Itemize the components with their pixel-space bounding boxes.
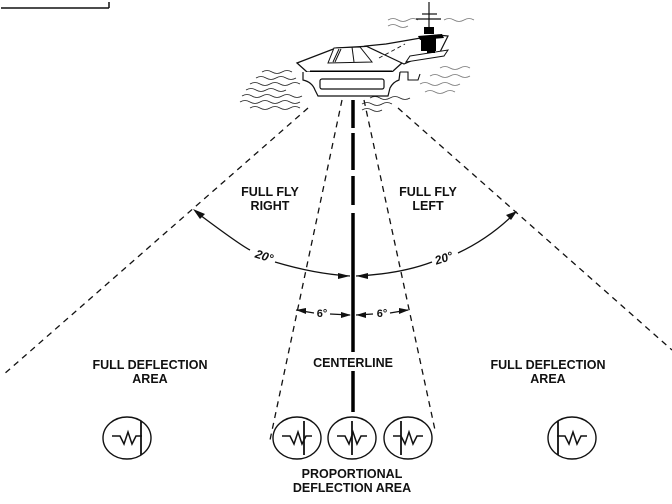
- label-proportional-deflection: PROPORTIONAL DEFLECTION AREA: [293, 467, 411, 495]
- svg-text:FULL FLY: FULL FLY: [241, 185, 299, 199]
- arrow-head-icon: [338, 273, 350, 279]
- arrow-head-icon: [356, 312, 366, 318]
- arrow-head-icon: [399, 308, 409, 314]
- angle-label-outer-right: 20°: [432, 249, 455, 268]
- header-rule: [1, 2, 110, 9]
- indicator-center: [327, 416, 377, 460]
- aircraft-carrier-icon: [239, 2, 475, 112]
- svg-text:RIGHT: RIGHT: [251, 199, 290, 213]
- indicator-dial: [272, 416, 322, 460]
- svg-text:LEFT: LEFT: [412, 199, 444, 213]
- indicator-prop-right: [383, 416, 433, 460]
- angle-arrow-inner-right: [355, 308, 409, 318]
- label-full-deflection-right: FULL DEFLECTION AREA: [490, 358, 605, 386]
- svg-text:AREA: AREA: [530, 372, 565, 386]
- inner-boundary-left: [269, 99, 343, 441]
- waves-left-icon: [239, 70, 303, 110]
- glideslope-symbol: [337, 429, 367, 446]
- indicator-dial: [547, 416, 597, 460]
- indicator-dial: [383, 416, 433, 460]
- glideslope-symbol: [557, 429, 587, 446]
- indicator-prop-left: [272, 416, 322, 460]
- angle-arc-left: [193, 209, 351, 279]
- svg-text:AREA: AREA: [132, 372, 167, 386]
- svg-text:FULL DEFLECTION: FULL DEFLECTION: [92, 358, 207, 372]
- arrow-head-icon: [341, 312, 351, 318]
- inner-boundary-right: [363, 99, 436, 431]
- angle-arrow-inner-left: [295, 308, 351, 318]
- angle-label-inner-right: 6°: [377, 308, 388, 320]
- svg-text:FULL FLY: FULL FLY: [399, 185, 457, 199]
- arrow-head-icon: [193, 209, 205, 219]
- indicator-group: [102, 416, 597, 460]
- svg-text:PROPORTIONAL: PROPORTIONAL: [302, 467, 403, 481]
- indicator-full-left: [102, 416, 152, 460]
- glideslope-symbol: [282, 429, 312, 446]
- indicator-full-right: [547, 416, 597, 460]
- label-full-fly-right: FULL FLY RIGHT: [241, 185, 299, 213]
- outer-boundary-left: [2, 107, 309, 376]
- waves-right-icon: [361, 18, 475, 112]
- label-full-fly-left: FULL FLY LEFT: [399, 185, 457, 213]
- label-full-deflection-left: FULL DEFLECTION AREA: [92, 358, 207, 386]
- svg-text:DEFLECTION AREA: DEFLECTION AREA: [293, 481, 411, 495]
- indicator-dial: [102, 416, 152, 460]
- outer-boundary-right: [397, 107, 672, 351]
- arrow-head-icon: [506, 211, 517, 220]
- angle-arc-right: [355, 211, 517, 279]
- angle-label-inner-left: 6°: [317, 308, 328, 320]
- angle-label-outer-left: 20°: [252, 246, 275, 265]
- arrow-head-icon: [356, 273, 368, 279]
- label-centerline: CENTERLINE: [313, 356, 393, 370]
- svg-text:FULL DEFLECTION: FULL DEFLECTION: [490, 358, 605, 372]
- glideslope-symbol: [112, 429, 142, 446]
- arrow-head-icon: [296, 308, 306, 314]
